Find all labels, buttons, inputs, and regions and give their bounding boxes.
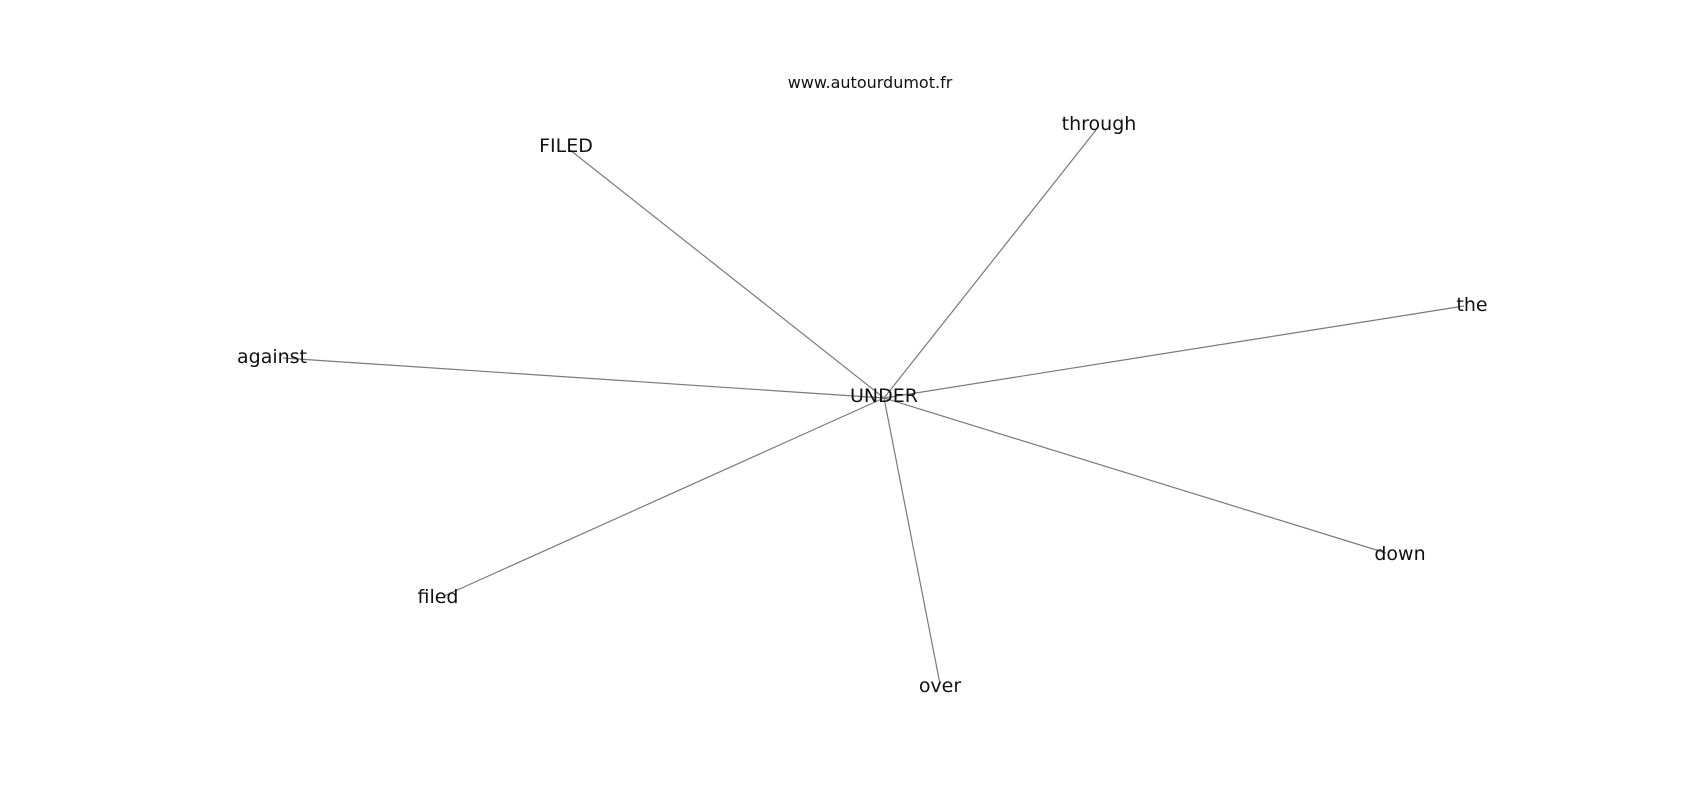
edge-under-over <box>883 397 941 685</box>
graph-nodes: UNDER FILED through the against down filed over <box>237 113 1488 697</box>
center-node-label[interactable]: UNDER <box>850 385 918 407</box>
edge-under-down <box>883 397 1387 554</box>
edge-under-filed <box>443 397 885 597</box>
node-label-filed[interactable]: filed <box>418 586 459 608</box>
node-label-through[interactable]: through <box>1062 113 1137 135</box>
node-label-the[interactable]: the <box>1456 294 1487 316</box>
node-label-down[interactable]: down <box>1374 543 1425 565</box>
node-label-filed[interactable]: FILED <box>539 135 593 157</box>
edge-under-filed <box>569 149 885 399</box>
site-watermark: www.autourdumot.fr <box>788 73 953 92</box>
graph-edges <box>282 129 1465 685</box>
node-label-over[interactable]: over <box>919 675 962 697</box>
node-label-against[interactable]: against <box>237 346 307 368</box>
edge-under-against <box>282 357 885 399</box>
edge-under-the <box>883 305 1465 399</box>
edge-under-through <box>883 129 1097 399</box>
